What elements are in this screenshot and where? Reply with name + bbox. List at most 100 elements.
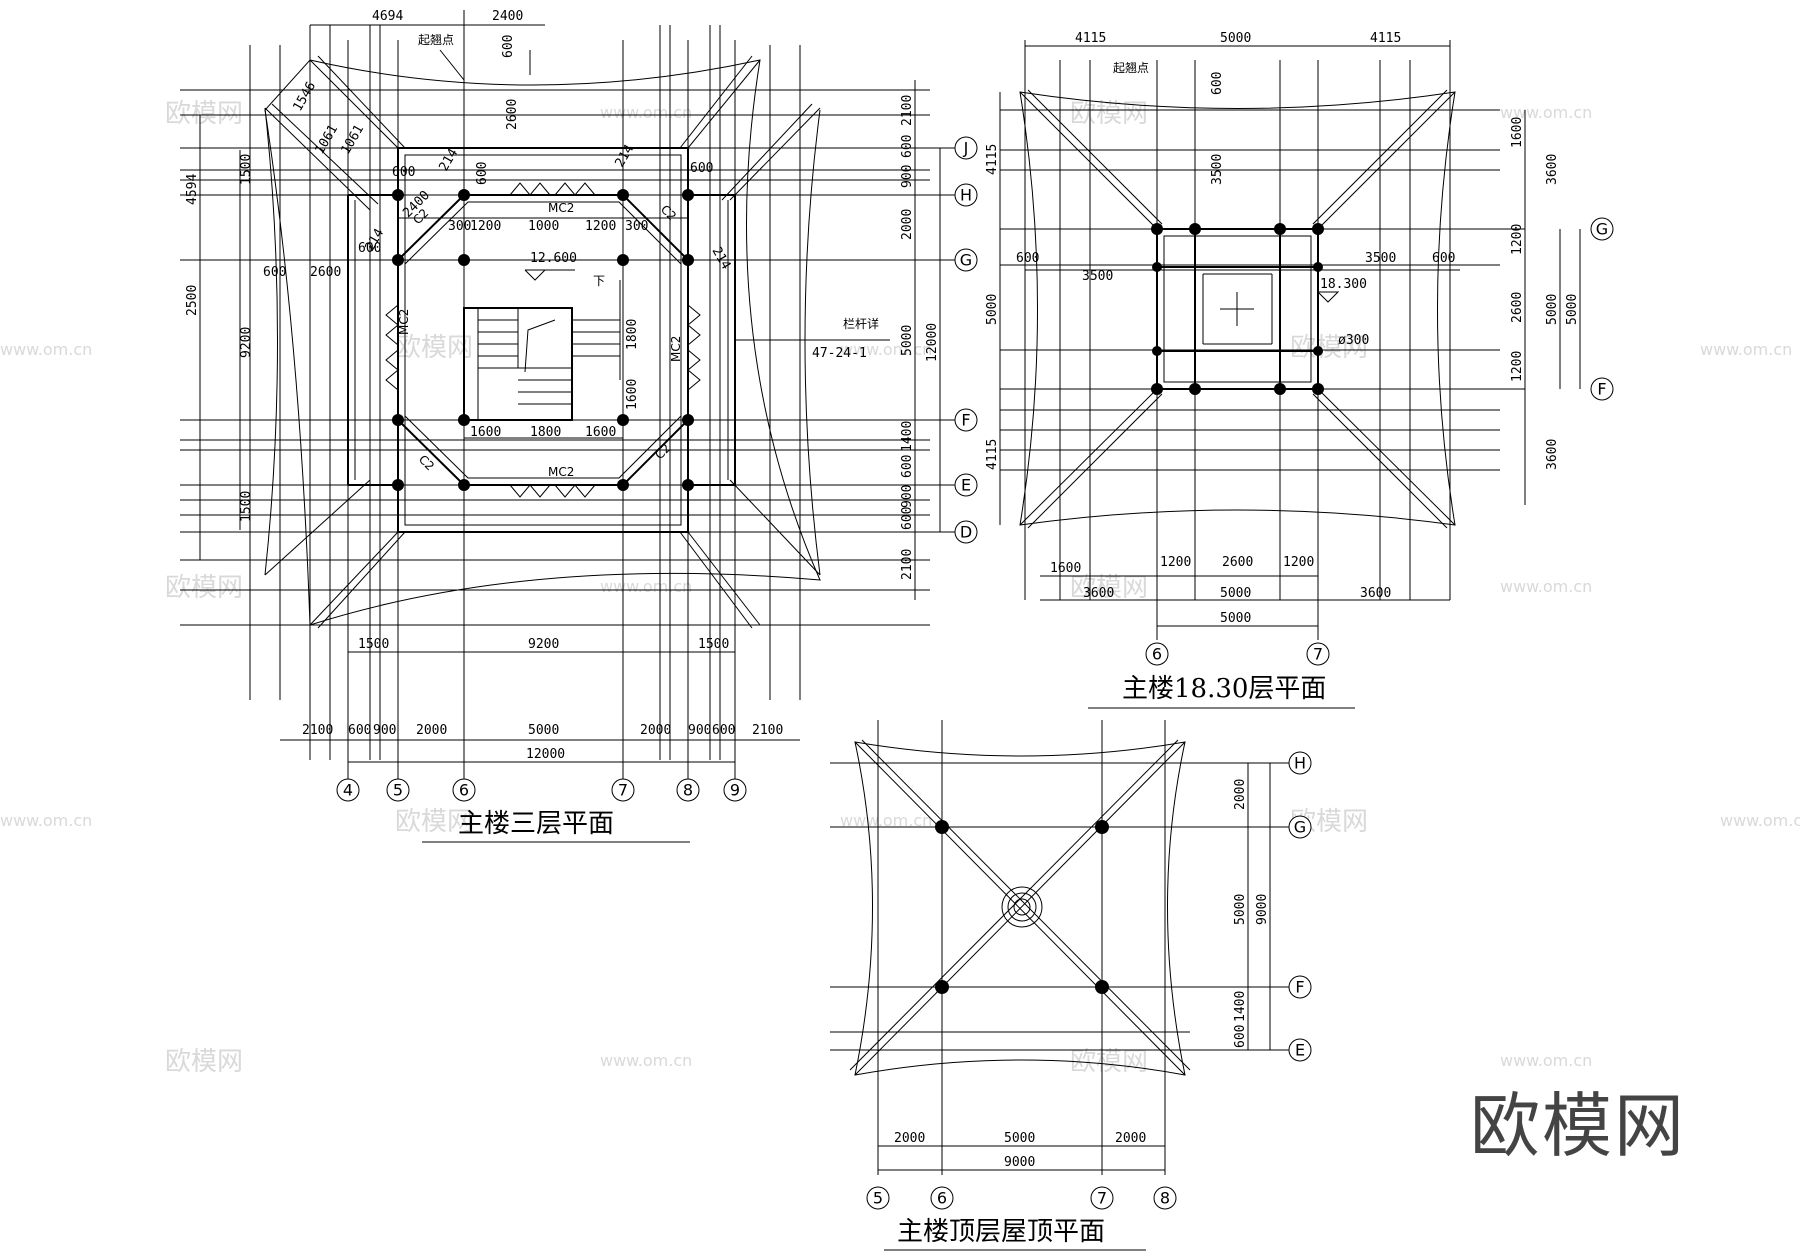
svg-text:1200: 1200 bbox=[1160, 555, 1191, 570]
svg-text:9: 9 bbox=[730, 781, 740, 800]
svg-text:5000: 5000 bbox=[1220, 31, 1251, 46]
start-point-label: 起翘点 bbox=[418, 33, 454, 47]
svg-text:1500: 1500 bbox=[698, 637, 729, 652]
elevation-label: 18.300 bbox=[1320, 277, 1367, 292]
plan-title: 主楼18.30层平面 bbox=[1122, 674, 1326, 704]
svg-text:2000: 2000 bbox=[900, 209, 915, 240]
svg-text:4115: 4115 bbox=[985, 439, 1000, 470]
plan-title: 主楼三层平面 bbox=[458, 809, 614, 839]
watermark-brand: 欧模网 bbox=[165, 99, 243, 129]
octagonal-hall-inner bbox=[404, 201, 682, 479]
watermark-site: www.om.cn bbox=[840, 811, 932, 830]
dimension-lines-bottom: 2000 5000 2000 9000 bbox=[878, 1131, 1165, 1171]
dimension-lines-right: 2100 600 900 2000 5000 1400 600 900 600 … bbox=[900, 80, 941, 600]
svg-text:1600: 1600 bbox=[625, 379, 640, 410]
roof-eave-side bbox=[264, 107, 821, 576]
svg-text:H: H bbox=[960, 186, 972, 205]
plan-title: 主楼顶层屋顶平面 bbox=[897, 1217, 1105, 1247]
svg-text:300: 300 bbox=[448, 219, 471, 234]
svg-text:3600: 3600 bbox=[1545, 439, 1560, 470]
svg-text:G: G bbox=[1294, 818, 1306, 837]
svg-text:4694: 4694 bbox=[372, 9, 403, 24]
svg-text:H: H bbox=[1294, 754, 1306, 773]
svg-text:5000: 5000 bbox=[1004, 1131, 1035, 1146]
svg-text:F: F bbox=[1295, 978, 1304, 997]
svg-text:2600: 2600 bbox=[505, 99, 520, 130]
dimension-lines-right: 2000 5000 1400 600 9000 bbox=[1233, 763, 1271, 1050]
dimension-lines-left: 4115 5000 4115 bbox=[985, 92, 1001, 525]
stairwell: 下 bbox=[463, 274, 621, 421]
watermark-site: www.om.cn bbox=[1500, 1051, 1592, 1070]
watermarks: 欧模网 www.om.cn 欧模网 www.om.cn www.om.cn 欧模… bbox=[0, 99, 1800, 1077]
svg-text:7: 7 bbox=[1097, 1189, 1107, 1208]
roof-eave-outline bbox=[264, 59, 821, 626]
svg-text:600: 600 bbox=[358, 241, 381, 256]
hip-ridges bbox=[1019, 89, 1456, 529]
svg-text:5000: 5000 bbox=[528, 723, 559, 738]
svg-text:1200: 1200 bbox=[1510, 351, 1525, 382]
watermark-brand: 欧模网 bbox=[1290, 333, 1368, 363]
axis-bubbles-right: J H G F E D bbox=[954, 136, 978, 544]
svg-text:1200: 1200 bbox=[470, 219, 501, 234]
svg-text:1000: 1000 bbox=[528, 219, 559, 234]
svg-text:4: 4 bbox=[343, 781, 353, 800]
third-floor-plan: 下 MC2 MC2 MC2 MC2 C2 C2 C2 C2 bbox=[180, 9, 978, 843]
svg-text:2000: 2000 bbox=[894, 1131, 925, 1146]
svg-text:600: 600 bbox=[348, 723, 371, 738]
svg-text:6: 6 bbox=[1152, 645, 1162, 664]
svg-text:900: 900 bbox=[373, 723, 396, 738]
svg-text:9200: 9200 bbox=[239, 327, 254, 358]
door-label: MC2 bbox=[397, 309, 411, 335]
watermark-site: www.om.cn bbox=[0, 340, 92, 359]
svg-text:600: 600 bbox=[900, 135, 915, 158]
dimension-lines-bottom: 1600 1200 2600 1200 3600 5000 3600 5000 bbox=[1040, 555, 1450, 627]
columns bbox=[935, 820, 1109, 994]
svg-text:2000: 2000 bbox=[640, 723, 671, 738]
watermark-site: www.om.cn bbox=[1720, 811, 1800, 830]
watermark-brand: 欧模网 bbox=[395, 333, 473, 363]
dimension-lines-bottom: 1500 9200 1500 2100 600 900 2000 5000 20… bbox=[280, 637, 800, 763]
svg-text:600: 600 bbox=[475, 162, 490, 185]
svg-text:7: 7 bbox=[618, 781, 628, 800]
svg-text:600: 600 bbox=[1233, 1025, 1248, 1048]
svg-text:1600: 1600 bbox=[470, 425, 501, 440]
window-label: C2 bbox=[658, 202, 679, 223]
stair-down-label: 下 bbox=[593, 274, 605, 288]
svg-text:214: 214 bbox=[709, 245, 734, 273]
svg-text:1800: 1800 bbox=[625, 319, 640, 350]
svg-text:12000: 12000 bbox=[526, 747, 565, 762]
svg-text:1500: 1500 bbox=[239, 154, 254, 185]
watermark-site: www.om.cn bbox=[600, 577, 692, 596]
hip-ridges bbox=[264, 55, 821, 629]
svg-text:600: 600 bbox=[392, 165, 415, 180]
svg-text:900: 900 bbox=[688, 723, 711, 738]
svg-text:5000: 5000 bbox=[1220, 586, 1251, 601]
svg-text:600: 600 bbox=[900, 507, 915, 530]
svg-text:4115: 4115 bbox=[1370, 31, 1401, 46]
roof-plan: 2000 5000 1400 600 9000 2000 5000 2000 9… bbox=[830, 720, 1312, 1251]
svg-text:E: E bbox=[961, 476, 971, 495]
hip-ridges bbox=[849, 739, 1191, 1076]
door-label: MC2 bbox=[548, 201, 574, 215]
svg-text:8: 8 bbox=[683, 781, 693, 800]
svg-text:1600: 1600 bbox=[585, 425, 616, 440]
svg-text:2000: 2000 bbox=[416, 723, 447, 738]
railing-ref: 47-24-1 bbox=[812, 346, 867, 361]
railing-note: 栏杆详 bbox=[843, 316, 879, 331]
svg-text:900: 900 bbox=[900, 165, 915, 188]
watermark-brand: 欧模网 bbox=[165, 1047, 243, 1077]
svg-text:1061: 1061 bbox=[338, 122, 367, 157]
svg-text:5: 5 bbox=[873, 1189, 883, 1208]
svg-text:9000: 9000 bbox=[1004, 1155, 1035, 1170]
svg-text:2100: 2100 bbox=[752, 723, 783, 738]
svg-text:5000: 5000 bbox=[900, 325, 915, 356]
svg-text:600: 600 bbox=[690, 161, 713, 176]
svg-text:9200: 9200 bbox=[528, 637, 559, 652]
svg-text:G: G bbox=[960, 251, 972, 270]
svg-text:3600: 3600 bbox=[1083, 586, 1114, 601]
svg-text:2100: 2100 bbox=[900, 549, 915, 580]
watermark-site: www.om.cn bbox=[600, 103, 692, 122]
level-18-30-plan: 起翘点 18.300 ø300 4115 5000 4115 4115 5000… bbox=[985, 31, 1614, 709]
svg-text:600: 600 bbox=[712, 723, 735, 738]
